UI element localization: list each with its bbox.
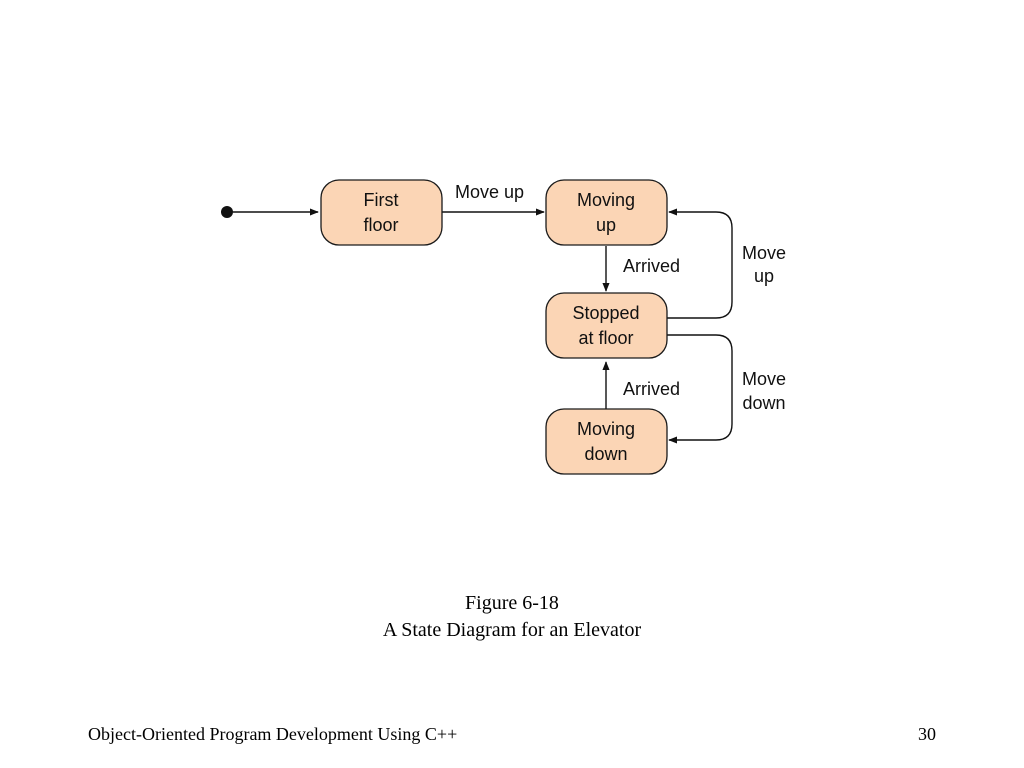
state-moving-up-line-1: Moving xyxy=(577,190,635,210)
state-moving-down: Moving down xyxy=(545,408,668,475)
state-moving-up: Moving up xyxy=(545,179,668,246)
state-stopped-at-floor: Stopped at floor xyxy=(545,292,668,359)
state-first-floor-line-2: floor xyxy=(363,215,398,235)
label-move-down-right-line-1: Move xyxy=(742,369,786,389)
state-first-floor: First floor xyxy=(320,179,443,246)
figure-number: Figure 6-18 xyxy=(465,592,559,614)
state-stopped-line-2: at floor xyxy=(578,328,633,348)
state-stopped-line-1: Stopped xyxy=(572,303,639,323)
label-move-up-right-line-2: up xyxy=(754,266,774,286)
state-first-floor-line-1: First xyxy=(364,190,399,210)
state-moving-up-line-2: up xyxy=(596,215,616,235)
page-number: 30 xyxy=(918,724,936,744)
state-moving-down-line-1: Moving xyxy=(577,419,635,439)
footer-course-title: Object-Oriented Program Development Usin… xyxy=(88,724,458,744)
label-move-down-right-line-2: down xyxy=(742,393,785,413)
initial-state-dot xyxy=(221,206,233,218)
label-move-up-right-line-1: Move xyxy=(742,243,786,263)
figure-title: A State Diagram for an Elevator xyxy=(382,619,642,641)
label-arrived-bottom: Arrived xyxy=(623,379,680,399)
edge-stopped-to-moving-up xyxy=(667,208,733,319)
edge-stopped-to-moving-down xyxy=(667,334,733,444)
state-moving-down-line-2: down xyxy=(584,444,627,464)
label-arrived-top: Arrived xyxy=(623,256,680,276)
label-move-up-top: Move up xyxy=(455,182,524,202)
